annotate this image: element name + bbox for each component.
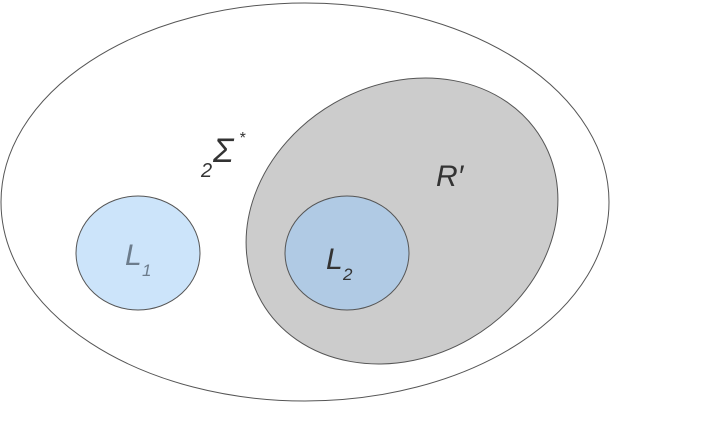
l1-letter-label: L (125, 239, 142, 272)
universe-symbol-label: Σ (212, 132, 235, 170)
r-prime-label: R′ (436, 160, 465, 193)
l2-ellipse (284, 195, 410, 311)
l2-subscript-label: 2 (342, 265, 353, 284)
universe-prefix-label: 2 (200, 160, 212, 182)
l1-subscript-label: 1 (142, 261, 151, 280)
l1-ellipse (75, 195, 201, 311)
universe-superscript-label: * (239, 130, 246, 147)
l2-letter-label: L (326, 243, 343, 276)
